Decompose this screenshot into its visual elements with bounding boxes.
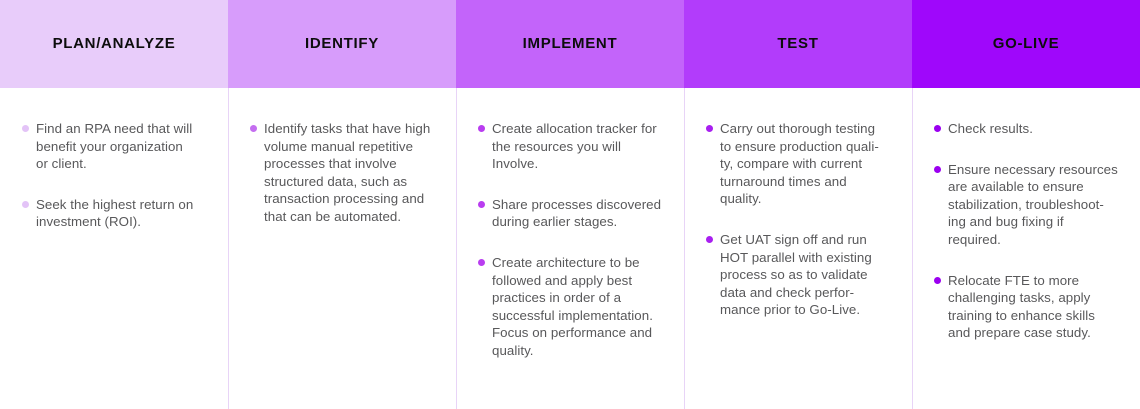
bullet-dot-icon xyxy=(934,165,941,173)
list-item: Create architecture to be followed and a… xyxy=(478,254,662,360)
phase-title: IDENTIFY xyxy=(305,34,379,52)
list-item-text: Identify tasks that have high volume man… xyxy=(264,121,431,224)
list-item-text: Share processes discovered during earlie… xyxy=(492,196,662,230)
list-item: Check results. xyxy=(934,120,1118,138)
phase-column-test: TEST Carry out thorough testing to ensur… xyxy=(684,0,912,409)
phase-column-go-live: GO-LIVE Check results. Ensure necessary … xyxy=(912,0,1140,409)
phase-column-plan-analyze: PLAN/ANALYZE Find an RPA need that will … xyxy=(0,0,228,409)
list-item: Seek the highest return on investment (R… xyxy=(22,196,206,231)
list-item: Ensure necessary resources are available… xyxy=(934,161,1118,249)
bullet-dot-icon xyxy=(22,125,29,132)
bullet-dot-icon xyxy=(934,276,941,284)
bullet-dot-icon xyxy=(22,200,29,208)
bullet-list: Create allocation tracker for the resour… xyxy=(478,120,662,360)
list-item-text: Find an RPA need that will benefit your … xyxy=(36,121,193,172)
column-divider xyxy=(684,88,685,409)
phase-header-implement: IMPLEMENT xyxy=(456,0,684,88)
list-item-text: Check results. xyxy=(948,121,1033,136)
phase-body-plan-analyze: Find an RPA need that will benefit your … xyxy=(0,88,228,409)
list-item-text: Carry out thorough testing to ensure pro… xyxy=(720,121,879,207)
bullet-dot-icon xyxy=(478,200,485,208)
phase-title: PLAN/ANALYZE xyxy=(52,34,176,52)
phase-header-test: TEST xyxy=(684,0,912,88)
list-item: Identify tasks that have high volume man… xyxy=(250,120,434,226)
list-item: Relocate FTE to more challenging tasks, … xyxy=(934,272,1118,342)
bullet-dot-icon xyxy=(706,125,713,132)
bullet-dot-icon xyxy=(478,125,485,132)
bullet-dot-icon xyxy=(706,235,713,243)
bullet-dot-icon xyxy=(250,125,257,132)
list-item-text: Relocate FTE to more challenging tasks, … xyxy=(948,272,1095,341)
list-item: Get UAT sign off and run HOT parallel wi… xyxy=(706,231,890,319)
phase-body-implement: Create allocation tracker for the resour… xyxy=(456,88,684,409)
bullet-list: Find an RPA need that will benefit your … xyxy=(22,120,206,231)
phase-header-plan-analyze: PLAN/ANALYZE xyxy=(0,0,228,88)
phase-column-implement: IMPLEMENT Create allocation tracker for … xyxy=(456,0,684,409)
phase-column-identify: IDENTIFY Identify tasks that have high v… xyxy=(228,0,456,409)
bullet-list: Carry out thorough testing to ensure pro… xyxy=(706,120,890,319)
phase-body-test: Carry out thorough testing to ensure pro… xyxy=(684,88,912,409)
phase-header-go-live: GO-LIVE xyxy=(912,0,1140,88)
phase-title: TEST xyxy=(777,34,819,52)
list-item: Create allocation tracker for the resour… xyxy=(478,120,662,173)
column-divider xyxy=(912,88,913,409)
phase-body-go-live: Check results. Ensure necessary resource… xyxy=(912,88,1140,409)
phase-title: GO-LIVE xyxy=(992,34,1060,52)
list-item: Share processes discovered during earlie… xyxy=(478,196,662,231)
column-divider xyxy=(456,88,457,409)
phase-title: IMPLEMENT xyxy=(522,34,618,52)
list-item-text: Get UAT sign off and run HOT parallel wi… xyxy=(720,231,872,318)
bullet-list: Identify tasks that have high volume man… xyxy=(250,120,434,226)
bullet-list: Check results. Ensure necessary resource… xyxy=(934,120,1118,342)
bullet-dot-icon xyxy=(934,125,941,132)
phase-body-identify: Identify tasks that have high volume man… xyxy=(228,88,456,409)
list-item-text: Seek the highest return on investment (R… xyxy=(36,196,194,230)
list-item-text: Create allocation tracker for the resour… xyxy=(492,121,657,172)
column-divider xyxy=(228,88,229,409)
list-item: Carry out thorough testing to ensure pro… xyxy=(706,120,890,208)
bullet-dot-icon xyxy=(478,258,485,266)
list-item-text: Create architecture to be followed and a… xyxy=(492,254,653,358)
list-item: Find an RPA need that will benefit your … xyxy=(22,120,206,173)
phase-header-identify: IDENTIFY xyxy=(228,0,456,88)
list-item-text: Ensure necessary resources are available… xyxy=(948,161,1118,247)
